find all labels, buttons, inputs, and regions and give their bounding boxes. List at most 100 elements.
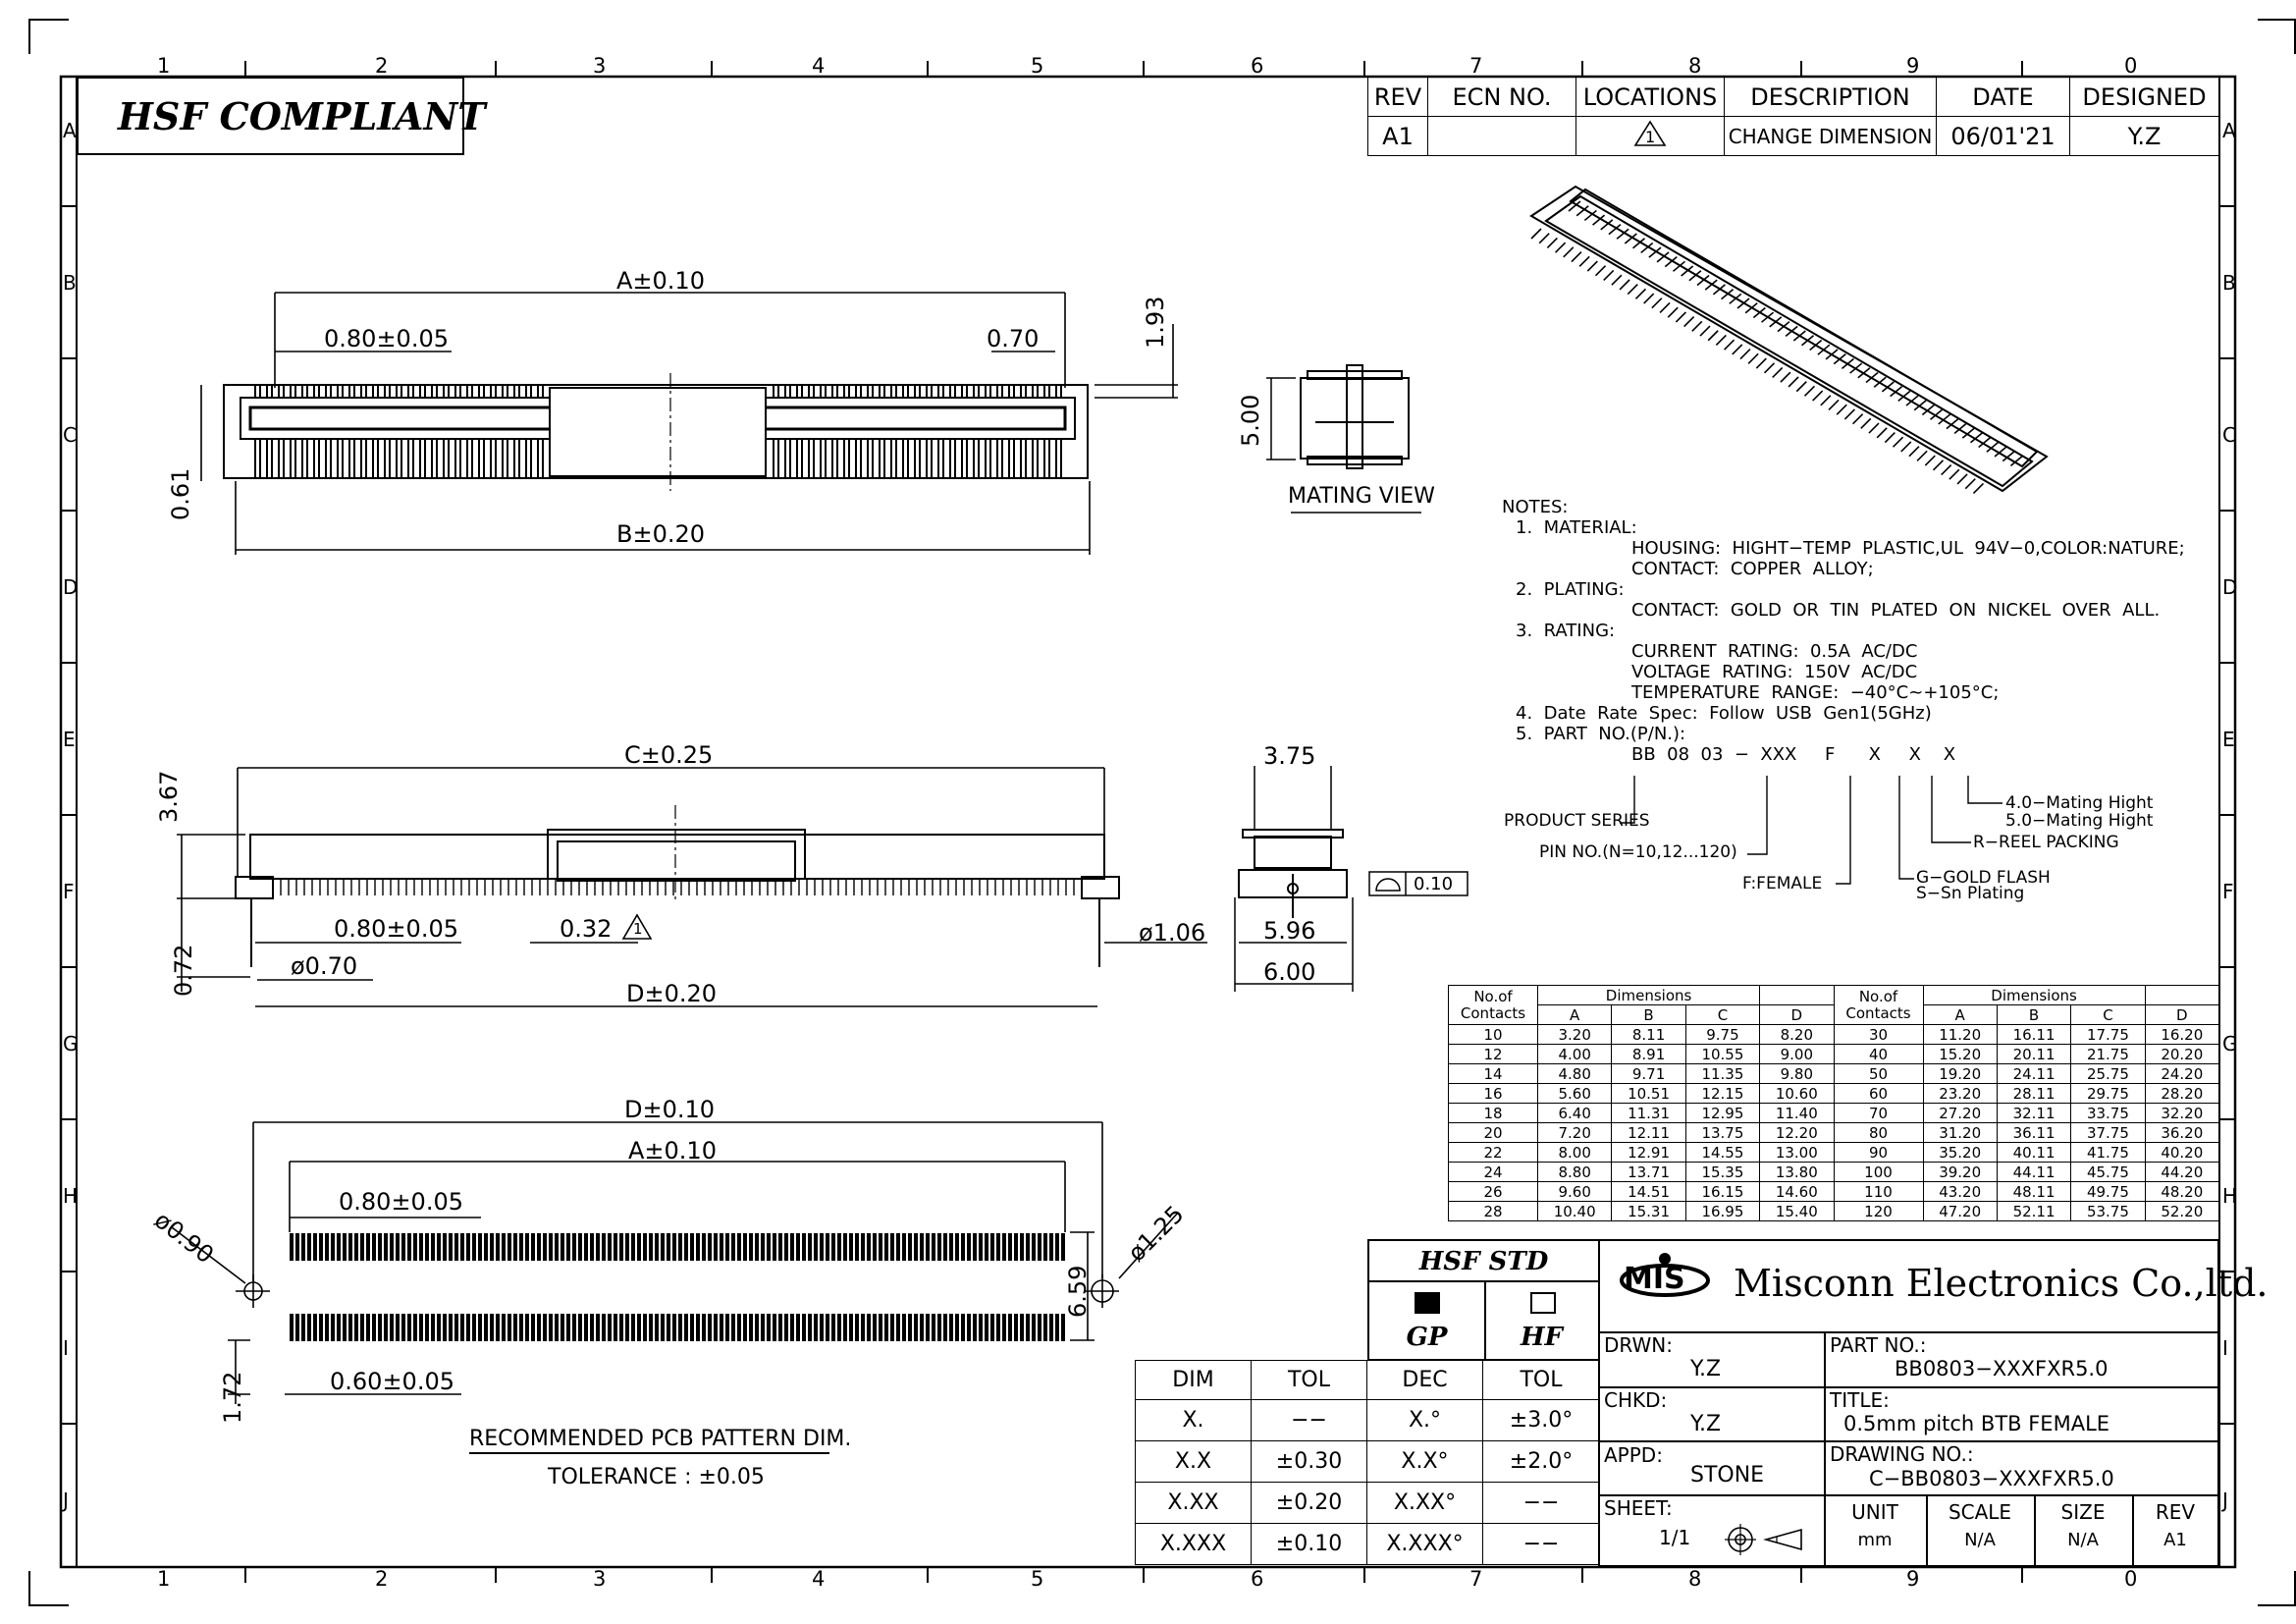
company-name: Misconn Electronics Co.,ltd. [1734, 1262, 2269, 1305]
zone-col-bottom-3: 3 [593, 1567, 607, 1591]
dim-cell: 70 [1833, 1103, 1924, 1123]
top-dim-b: B±0.20 [616, 520, 706, 548]
pcb-tolerance: TOLERANCE : ±0.05 [548, 1465, 765, 1489]
dim-table-contacts-header: No.of Contacts [1448, 985, 1538, 1025]
tol-cell: −− [1482, 1523, 1600, 1565]
zone-row-right-e: E [2222, 728, 2235, 751]
isometric-view [1529, 185, 2049, 494]
unit-label: UNIT [1851, 1500, 1898, 1524]
dim-cell: 13.75 [1684, 1122, 1761, 1143]
zone-row-right-b: B [2222, 271, 2236, 295]
company-logo: MIS [1614, 1251, 1712, 1300]
zone-col-bottom-8: 8 [1688, 1567, 1702, 1591]
chkd-value: Y.Z [1690, 1412, 1722, 1436]
dim-cell: 10.60 [1759, 1083, 1835, 1104]
rev-value-block: A1 [2163, 1530, 2187, 1550]
zone-row-left-d: D [63, 575, 79, 599]
dim-cell: 100 [1833, 1162, 1924, 1182]
side-dim-032-flag: 1 [621, 913, 653, 941]
dim-cell: 18 [1448, 1103, 1538, 1123]
zone-row-left-h: H [63, 1184, 79, 1208]
dim-cell: 13.80 [1759, 1162, 1835, 1182]
dim-cell: 44.20 [2144, 1162, 2220, 1182]
zone-row-right-c: C [2222, 423, 2236, 447]
dim-cell: 5.60 [1536, 1083, 1613, 1104]
zone-col-top-8: 8 [1688, 54, 1702, 78]
sheet-value: 1/1 [1659, 1526, 1691, 1549]
note-line: 4. Date Rate Spec: Follow USB Gen1(5GHz) [1516, 703, 1932, 724]
dim-cell: 16.11 [1996, 1024, 2072, 1045]
description-value: CHANGE DIMENSION [1724, 116, 1937, 156]
top-dim-193: 1.93 [1142, 296, 1169, 349]
top-dim-070: 0.70 [987, 325, 1040, 352]
legend-sn: S−Sn Plating [1916, 884, 2025, 903]
dim-cell: 52.20 [2144, 1201, 2220, 1221]
note-line: 5. PART NO.(P/N.): [1516, 724, 1686, 744]
dim-cell: 22 [1448, 1142, 1538, 1163]
title-label: TITLE: [1830, 1388, 1890, 1412]
dim-cell: 14.60 [1759, 1181, 1835, 1202]
top-dim-a: A±0.10 [616, 267, 705, 295]
dim-table-spacer [1759, 985, 1835, 1005]
zone-col-top-10: 0 [2124, 54, 2138, 78]
dim-table-col-a: A [1536, 1004, 1613, 1025]
dim-cell: 28.20 [2144, 1083, 2220, 1104]
dim-cell: 29.75 [2070, 1083, 2146, 1104]
dim-cell: 40 [1833, 1044, 1924, 1064]
dim-table-col-a: A [1922, 1004, 1998, 1025]
mating-view-label: MATING VIEW [1288, 484, 1435, 509]
legend-reel: R−REEL PACKING [1973, 833, 2119, 852]
top-dim-061: 0.61 [167, 467, 194, 520]
dim-cell: 9.75 [1684, 1024, 1761, 1045]
top-view-pins [254, 384, 1062, 479]
pcb-dim-172: 1.72 [219, 1371, 246, 1424]
zone-col-top-6: 6 [1251, 54, 1264, 78]
zone-col-bottom-7: 7 [1469, 1567, 1483, 1591]
side-dim-phi070: ø0.70 [291, 952, 358, 980]
zone-row-left-e: E [63, 728, 76, 751]
dim-cell: 90 [1833, 1142, 1924, 1163]
dim-cell: 47.20 [1922, 1201, 1998, 1221]
zone-row-left-i: I [63, 1336, 69, 1360]
pcb-dim-d: D±0.10 [624, 1096, 716, 1123]
zone-col-bottom-9: 9 [1906, 1567, 1920, 1591]
pcb-dim-pitch: 0.80±0.05 [339, 1188, 463, 1216]
zone-row-left-g: G [63, 1032, 79, 1056]
zone-row-left-c: C [63, 423, 77, 447]
notes-lines: 1. MATERIAL:HOUSING: HIGHT−TEMP PLASTIC,… [1502, 517, 2185, 744]
side-dim-032: 0.32 [560, 915, 613, 943]
mating-dim-height: 5.00 [1237, 394, 1264, 447]
tol-cell: X.XXX° [1366, 1523, 1483, 1565]
logo-text: MIS [1624, 1262, 1685, 1296]
dim-cell: 9.60 [1536, 1181, 1613, 1202]
zone-col-bottom-10: 0 [2124, 1567, 2138, 1591]
dim-cell: 32.11 [1996, 1103, 2072, 1123]
hsf-std-block: HSF STD GP HF [1367, 1239, 1600, 1361]
zone-col-top-5: 5 [1031, 54, 1044, 78]
scale-label: SCALE [1948, 1500, 2012, 1524]
dim-cell: 13.00 [1759, 1142, 1835, 1163]
dim-cell: 45.75 [2070, 1162, 2146, 1182]
tol-cell: ±0.20 [1251, 1482, 1367, 1524]
pcb-dim-pad: 0.60±0.05 [330, 1368, 454, 1395]
dim-cell: 48.20 [2144, 1181, 2220, 1202]
dim-table-col-b: B [1611, 1004, 1686, 1025]
dim-cell: 36.20 [2144, 1122, 2220, 1143]
sheet-label: SHEET: [1604, 1496, 1673, 1520]
unit-value: mm [1857, 1530, 1893, 1550]
zone-row-right-h: H [2222, 1184, 2238, 1208]
hsf-compliant-label: HSF COMPLIANT [118, 94, 486, 138]
locations-header: LOCATIONS [1575, 77, 1725, 117]
title-block: MIS Misconn Electronics Co.,ltd. DRWN: Y… [1598, 1239, 2269, 1567]
zone-col-bottom-1: 1 [157, 1567, 171, 1591]
dim-cell: 9.00 [1759, 1044, 1835, 1064]
table-row: X.−−X.°±3.0° [1135, 1399, 1600, 1441]
size-value: N/A [2067, 1530, 2099, 1550]
